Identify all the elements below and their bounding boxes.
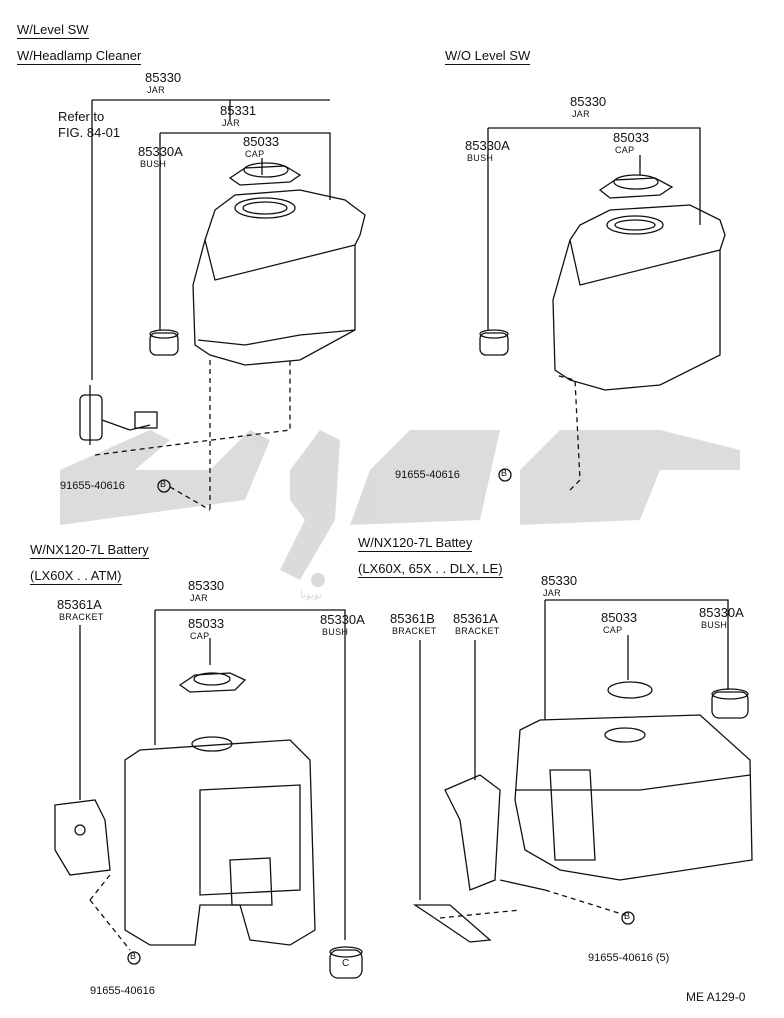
bush-marker: C [342,958,350,969]
part-number-jar: 85330 [145,70,182,85]
refer-figure: FIG. 84-01 [58,125,121,140]
part-number-bush: 85330A [699,605,744,620]
part-number-bolt: 91655-40616 [395,469,460,481]
part-number-bolt: 91655-40616 [90,985,155,997]
bolt-marker: B [160,479,167,489]
bolt-marker: B [130,951,137,961]
part-number-cap: 85033 [188,616,225,631]
part-number-jar: 85330 [541,573,578,588]
section-header-lx60x-65x: (LX60X, 65X . . DLX, LE) [358,561,503,578]
section-header-wo-level-sw: W/O Level SW [445,48,531,65]
part-name-bush: BUSH [467,153,494,163]
part-number-bolt: 91655-40616 [60,480,125,492]
section-header-lx60x-atm: (LX60X . . ATM) [30,568,122,585]
section-header-level-sw: W/Level SW [17,22,89,39]
reservoir-tank [552,204,726,391]
part-name-cap: CAP [190,631,210,641]
bracket-part [54,799,111,876]
part-number-bush: 85330A [320,612,365,627]
bracket-part [412,904,492,943]
part-name-bush: BUSH [140,159,167,169]
reservoir-tank [514,714,753,881]
part-number-bolt-qty: 91655-40616 (5) [588,952,670,964]
part-name-jar2: JAR [222,118,240,128]
refer-text: Refer to [58,109,105,124]
part-number-jar: 85330 [570,94,607,109]
part-name-cap: CAP [615,145,635,155]
part-number-bracket-a: 85361A [453,611,498,626]
reservoir-tank [124,739,316,946]
part-name-bush: BUSH [322,627,349,637]
part-name-jar: JAR [190,593,208,603]
part-name-bracket-a: BRACKET [455,626,500,636]
part-name-jar: JAR [543,588,561,598]
part-name-bracket-a: BRACKET [59,612,104,622]
figure-code: ME A129-0 [686,990,746,1004]
section-header-headlamp-cleaner: W/Headlamp Cleaner [17,48,142,65]
bracket-part [444,774,501,891]
part-number-cap: 85033 [613,130,650,145]
part-number-bracket-a: 85361A [57,597,102,612]
section-header-nx120-battery: W/NX120-7L Battery [30,542,149,559]
part-name-cap: CAP [245,149,265,159]
part-number-jar: 85330 [188,578,225,593]
watermark-logo [60,430,740,587]
part-number-cap: 85033 [601,610,638,625]
part-number-cap: 85033 [243,134,280,149]
part-name-jar: JAR [147,85,165,95]
part-name-cap: CAP [603,625,623,635]
watermark-text: تويوتا [300,590,322,601]
part-number-bracket-b: 85361B [390,611,435,626]
bolt-marker: B [624,911,631,921]
part-name-bracket-b: BRACKET [392,626,437,636]
part-name-jar: JAR [572,109,590,119]
part-name-bush: BUSH [701,620,728,630]
part-number-bush: 85330A [465,138,510,153]
part-number-jar2: 85331 [220,103,257,118]
part-number-bush: 85330A [138,144,183,159]
bolt-marker: B [501,468,508,478]
section-header-nx120-battey: W/NX120-7L Battey [358,535,473,552]
